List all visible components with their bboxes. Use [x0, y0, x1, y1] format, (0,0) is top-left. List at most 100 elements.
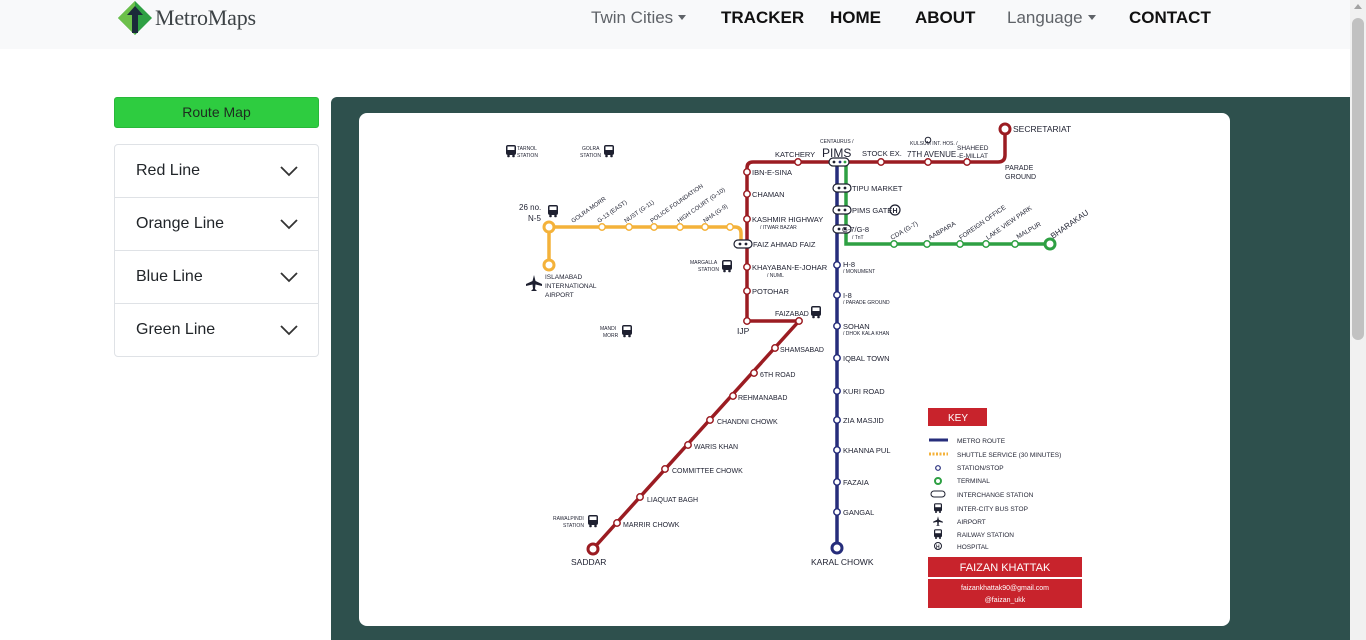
station-ibn-e-sina[interactable]	[743, 168, 751, 176]
key-title-box	[928, 408, 987, 426]
station-stock-ex[interactable]	[877, 158, 885, 166]
label-karal-chowk: KARAL CHOWK	[811, 557, 874, 567]
station-golra-morr[interactable]	[598, 223, 606, 231]
route-map-button[interactable]: Route Map	[114, 97, 319, 128]
key-airport-label: AIRPORT	[957, 519, 986, 526]
label-cda: CDA (G-7)	[890, 220, 920, 241]
key-bus-icon	[934, 503, 942, 514]
station-6th-road[interactable]	[750, 369, 758, 377]
station-faizabad[interactable]	[795, 317, 803, 325]
chevron-down-icon	[280, 166, 298, 177]
label-itwar-bazar: / ITWAR BAZAR	[760, 225, 797, 231]
station-cda[interactable]	[890, 240, 898, 248]
interchange-g7-g8[interactable]	[832, 224, 852, 234]
terminal-karal-chowk[interactable]	[830, 541, 844, 555]
nav-contact[interactable]: CONTACT	[1129, 8, 1211, 27]
key-railway-icon	[934, 529, 942, 540]
terminal-saddar[interactable]	[586, 542, 600, 556]
station-chandni-chowk[interactable]	[706, 416, 714, 424]
station-kuri-road[interactable]	[833, 387, 841, 395]
station-katchery[interactable]	[794, 158, 802, 166]
interchange-faiz-ahmad-faiz[interactable]	[733, 239, 753, 249]
map-key: KEY METRO ROUTE SHUTTLE SERVICE (30 MINU…	[928, 408, 1061, 551]
label-i8-sub: / PARADE GROUND	[843, 300, 890, 306]
label-rawalpindi-1: RAWALPINDI	[553, 516, 584, 522]
map-card	[359, 113, 1230, 626]
station-high-court[interactable]	[701, 223, 709, 231]
label-pims: PIMS	[822, 146, 851, 160]
station-zia-masjid[interactable]	[833, 416, 841, 424]
label-foreign-office: FOREIGN OFFICE	[958, 204, 1008, 242]
nav-about[interactable]: ABOUT	[915, 8, 976, 27]
label-7th-avenue-sub: KULSUM INT. HOS. /	[910, 141, 958, 147]
station-liaquat-bagh[interactable]	[636, 493, 644, 501]
accordion-label: Green Line	[136, 321, 216, 338]
nav-language-dropdown[interactable]: Language	[1007, 8, 1096, 30]
hospital-icon	[924, 136, 932, 144]
station-7th-avenue[interactable]	[924, 158, 932, 166]
station-rehmanabad[interactable]	[729, 392, 737, 400]
label-margalla-2: STATION	[698, 267, 719, 273]
station-shamsabad[interactable]	[771, 344, 779, 352]
top-navbar: MetroMaps Twin Cities TRACKER HOME ABOUT…	[0, 0, 1350, 49]
station-lake-view-park[interactable]	[982, 240, 990, 248]
label-faizabad: FAIZABAD	[775, 311, 809, 318]
station-malpur[interactable]	[1011, 240, 1019, 248]
station-ijp[interactable]	[743, 317, 751, 325]
station-potohar[interactable]	[743, 287, 751, 295]
station-committee-chowk[interactable]	[661, 465, 669, 473]
station-sohan[interactable]	[833, 322, 841, 330]
station-aabpara[interactable]	[923, 240, 931, 248]
label-parade: PARADE	[1005, 165, 1034, 172]
brand-home-link[interactable]: MetroMaps	[117, 1, 256, 35]
station-police-foundation[interactable]	[676, 223, 684, 231]
nav-tracker[interactable]: TRACKER	[721, 8, 805, 27]
station-khayaban-e-johar[interactable]	[743, 263, 751, 271]
key-railway-label: RAILWAY STATION	[957, 532, 1014, 539]
station-h8[interactable]	[833, 261, 841, 269]
key-station-label: STATION/STOP	[957, 465, 1004, 472]
station-chaman[interactable]	[743, 190, 751, 198]
accordion-blue-line[interactable]: Blue Line	[115, 251, 318, 304]
nav-home[interactable]: HOME	[830, 8, 881, 27]
terminal-26-no[interactable]	[542, 220, 556, 234]
label-mandi-2: MORR	[603, 333, 619, 339]
label-7th-avenue: 7TH AVENUE	[907, 150, 956, 159]
key-terminal-label: TERMINAL	[957, 478, 990, 485]
terminal-secretariat[interactable]	[998, 122, 1012, 136]
station-marrir-chowk[interactable]	[613, 519, 621, 527]
station-kashmir-highway[interactable]	[743, 215, 751, 223]
nav-twin-cities-dropdown[interactable]: Twin Cities	[591, 8, 687, 30]
station-i8[interactable]	[833, 291, 841, 299]
label-i8: I-8	[843, 291, 852, 300]
line-accordion: Red Line Orange Line Blue Line Green Lin…	[114, 144, 319, 357]
interchange-pims-gate[interactable]	[832, 205, 852, 215]
scroll-up-arrow-icon[interactable]	[1354, 4, 1362, 9]
station-khanna-pul[interactable]	[833, 446, 841, 454]
interchange-tipu-market[interactable]	[832, 183, 852, 193]
label-aabpara: AABPARA	[928, 220, 958, 242]
label-n5: N-5	[528, 214, 541, 223]
terminal-islamabad-airport[interactable]	[542, 258, 556, 272]
accordion-orange-line[interactable]: Orange Line	[115, 198, 318, 251]
label-bharakau: BHARAKAU	[1049, 208, 1090, 241]
station-iqbal-town[interactable]	[833, 354, 841, 362]
label-faiz-ahmad-faiz: FAIZ AHMAD FAIZ	[753, 240, 816, 249]
key-hospital-icon	[934, 542, 942, 550]
airport-icon	[526, 275, 542, 291]
key-airport-icon	[933, 516, 943, 526]
accordion-green-line[interactable]: Green Line	[115, 304, 318, 357]
station-nha[interactable]	[726, 223, 734, 231]
scrollbar-thumb[interactable]	[1352, 18, 1364, 340]
station-foreign-office[interactable]	[956, 240, 964, 248]
station-nust[interactable]	[650, 223, 658, 231]
station-g13[interactable]	[625, 223, 633, 231]
station-fazaia[interactable]	[833, 478, 841, 486]
key-interchange-label: INTERCHANGE STATION	[957, 492, 1034, 499]
station-gangal[interactable]	[833, 508, 841, 516]
station-shaheed-e-millat[interactable]	[963, 158, 971, 166]
chevron-down-icon	[1087, 15, 1096, 20]
terminal-bharakau[interactable]	[1043, 237, 1057, 251]
station-waris-khan[interactable]	[684, 441, 692, 449]
accordion-red-line[interactable]: Red Line	[115, 145, 318, 198]
